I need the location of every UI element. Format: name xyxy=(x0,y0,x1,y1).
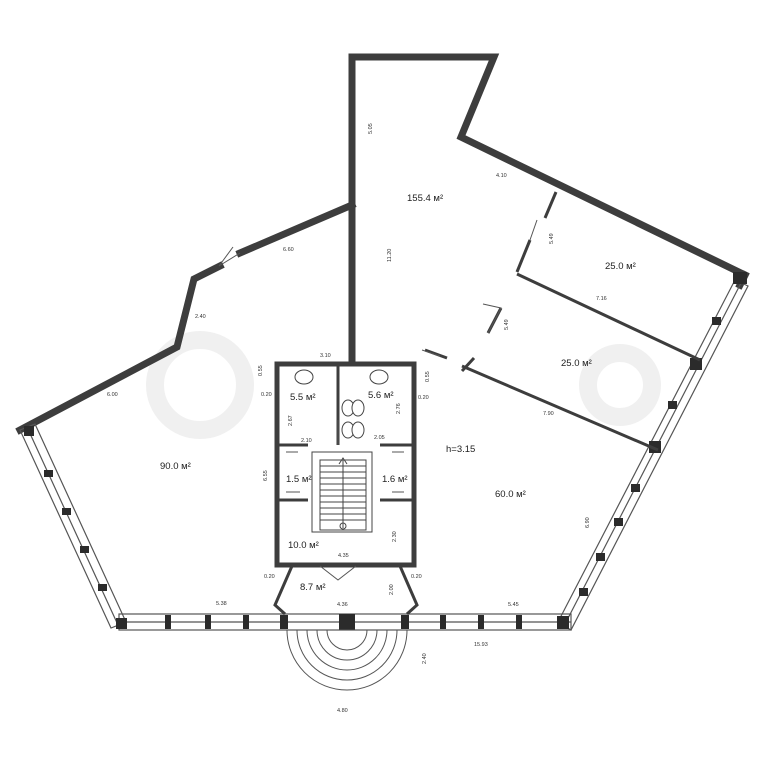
room-labels: 155.4 м² 25.0 м² 25.0 м² 90.0 м² 60.0 м²… xyxy=(160,193,636,593)
dim-label: 5.38 xyxy=(216,601,227,607)
entrance-porch[interactable] xyxy=(286,629,408,691)
dim-label: 4.10 xyxy=(496,173,507,179)
dim-label: 0.20 xyxy=(411,574,422,580)
dim-label: 4.35 xyxy=(338,553,349,559)
room-area-office-mid: 25.0 м² xyxy=(561,358,592,369)
dim-label: 2.05 xyxy=(374,435,385,441)
dim-label: 4.80 xyxy=(337,708,348,714)
facade-mullions xyxy=(24,272,747,630)
dim-label: 11.20 xyxy=(387,249,393,262)
dim-label: 0.20 xyxy=(261,392,272,398)
room-area-vestibule: 8.7 м² xyxy=(300,582,326,593)
staircase[interactable] xyxy=(311,451,373,533)
dim-label: 2.40 xyxy=(195,314,206,320)
dim-label: 6.55 xyxy=(263,470,269,481)
dim-label: 5.49 xyxy=(549,233,555,244)
dim-label: 15.93 xyxy=(474,642,488,648)
sanitary-fixtures xyxy=(294,369,389,439)
room-area-wc-left: 5.5 м² xyxy=(290,392,316,403)
dim-label: 0.55 xyxy=(258,365,264,376)
room-area-wc-right: 5.6 м² xyxy=(368,390,394,401)
dim-label: 2.67 xyxy=(288,415,294,426)
room-area-lobby: 10.0 м² xyxy=(288,540,319,551)
dim-label: 0.20 xyxy=(418,395,429,401)
dim-label: 5.45 xyxy=(508,602,519,608)
dim-label: 3.10 xyxy=(320,353,331,359)
dim-label: 6.90 xyxy=(585,517,591,528)
dim-label: 2.30 xyxy=(392,531,398,542)
dim-label: 2.10 xyxy=(301,438,312,444)
dim-label: 0.55 xyxy=(425,371,431,382)
dim-label: 2.76 xyxy=(396,403,402,414)
room-area-office-top: 25.0 м² xyxy=(605,261,636,272)
room-area-closet-left: 1.5 м² xyxy=(286,474,312,485)
dim-label: 0.20 xyxy=(264,574,275,580)
dim-label: 6.60 xyxy=(283,247,294,253)
dim-label: 2.40 xyxy=(422,653,428,664)
dim-label: 6.00 xyxy=(107,392,118,398)
room-area-hall-west: 90.0 м² xyxy=(160,461,191,472)
interior-partitions xyxy=(273,191,701,616)
dim-label: 2.00 xyxy=(389,584,395,595)
ceiling-height: h=3.15 xyxy=(446,444,475,455)
dim-label: 4.36 xyxy=(337,602,348,608)
dim-label: 5.49 xyxy=(504,319,510,330)
room-area-hall-north: 155.4 м² xyxy=(407,193,443,204)
watermark xyxy=(146,331,661,439)
room-area-hall-east: 60.0 м² xyxy=(495,489,526,500)
dim-label: 7.90 xyxy=(543,411,554,417)
dim-label: 5.05 xyxy=(368,123,374,134)
outer-walls xyxy=(15,53,750,435)
room-area-closet-right: 1.6 м² xyxy=(382,474,408,485)
dim-label: 7.16 xyxy=(596,296,607,302)
dimension-labels: 5.05 4.10 11.20 5.49 7.16 5.49 6.60 2.40… xyxy=(107,123,607,714)
door-swings xyxy=(218,219,538,581)
